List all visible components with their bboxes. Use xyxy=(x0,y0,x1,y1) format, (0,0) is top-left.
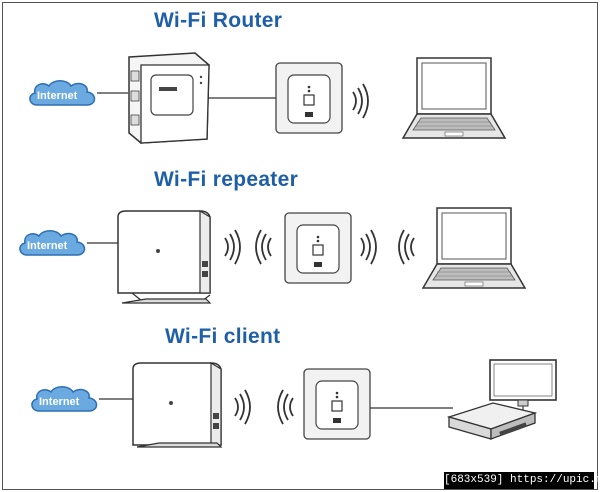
diagram-illustration: Internet xyxy=(19,52,557,448)
section-title-repeater: Wi-Fi repeater xyxy=(154,168,299,191)
wifi-waves-icon xyxy=(277,389,294,425)
wifi-waves-icon xyxy=(255,229,272,265)
cloud-label-2: Internet xyxy=(27,240,68,252)
laptop-icon xyxy=(402,57,506,139)
plug-in-extender-icon xyxy=(303,368,371,440)
wifi-waves-icon xyxy=(398,229,415,265)
cloud-label-3: Internet xyxy=(39,396,80,408)
section-title-client: Wi-Fi client xyxy=(165,325,281,348)
router-icon xyxy=(128,52,210,144)
router-row: Internet xyxy=(29,52,506,144)
client-row: Internet xyxy=(31,359,557,448)
laptop-icon xyxy=(422,207,526,289)
wifi-waves-icon xyxy=(352,83,369,119)
image-host-footer: [683x539] https://upic.me/ xyxy=(444,472,600,489)
section-title-router: Wi-Fi Router xyxy=(154,9,283,32)
router-icon xyxy=(132,361,223,448)
plug-in-extender-icon xyxy=(275,62,343,134)
wifi-waves-icon xyxy=(234,389,251,425)
set-top-box-icon xyxy=(446,402,538,440)
monitor-icon xyxy=(489,359,557,407)
router-icon xyxy=(117,209,212,304)
plug-in-extender-icon xyxy=(284,212,352,284)
cloud-icon: Internet xyxy=(29,80,96,106)
repeater-row: Internet xyxy=(19,207,526,304)
cloud-label-1: Internet xyxy=(37,90,78,102)
cloud-icon: Internet xyxy=(19,230,86,256)
wifi-waves-icon xyxy=(224,229,241,265)
wifi-waves-icon xyxy=(360,229,377,265)
cloud-icon: Internet xyxy=(31,386,98,412)
